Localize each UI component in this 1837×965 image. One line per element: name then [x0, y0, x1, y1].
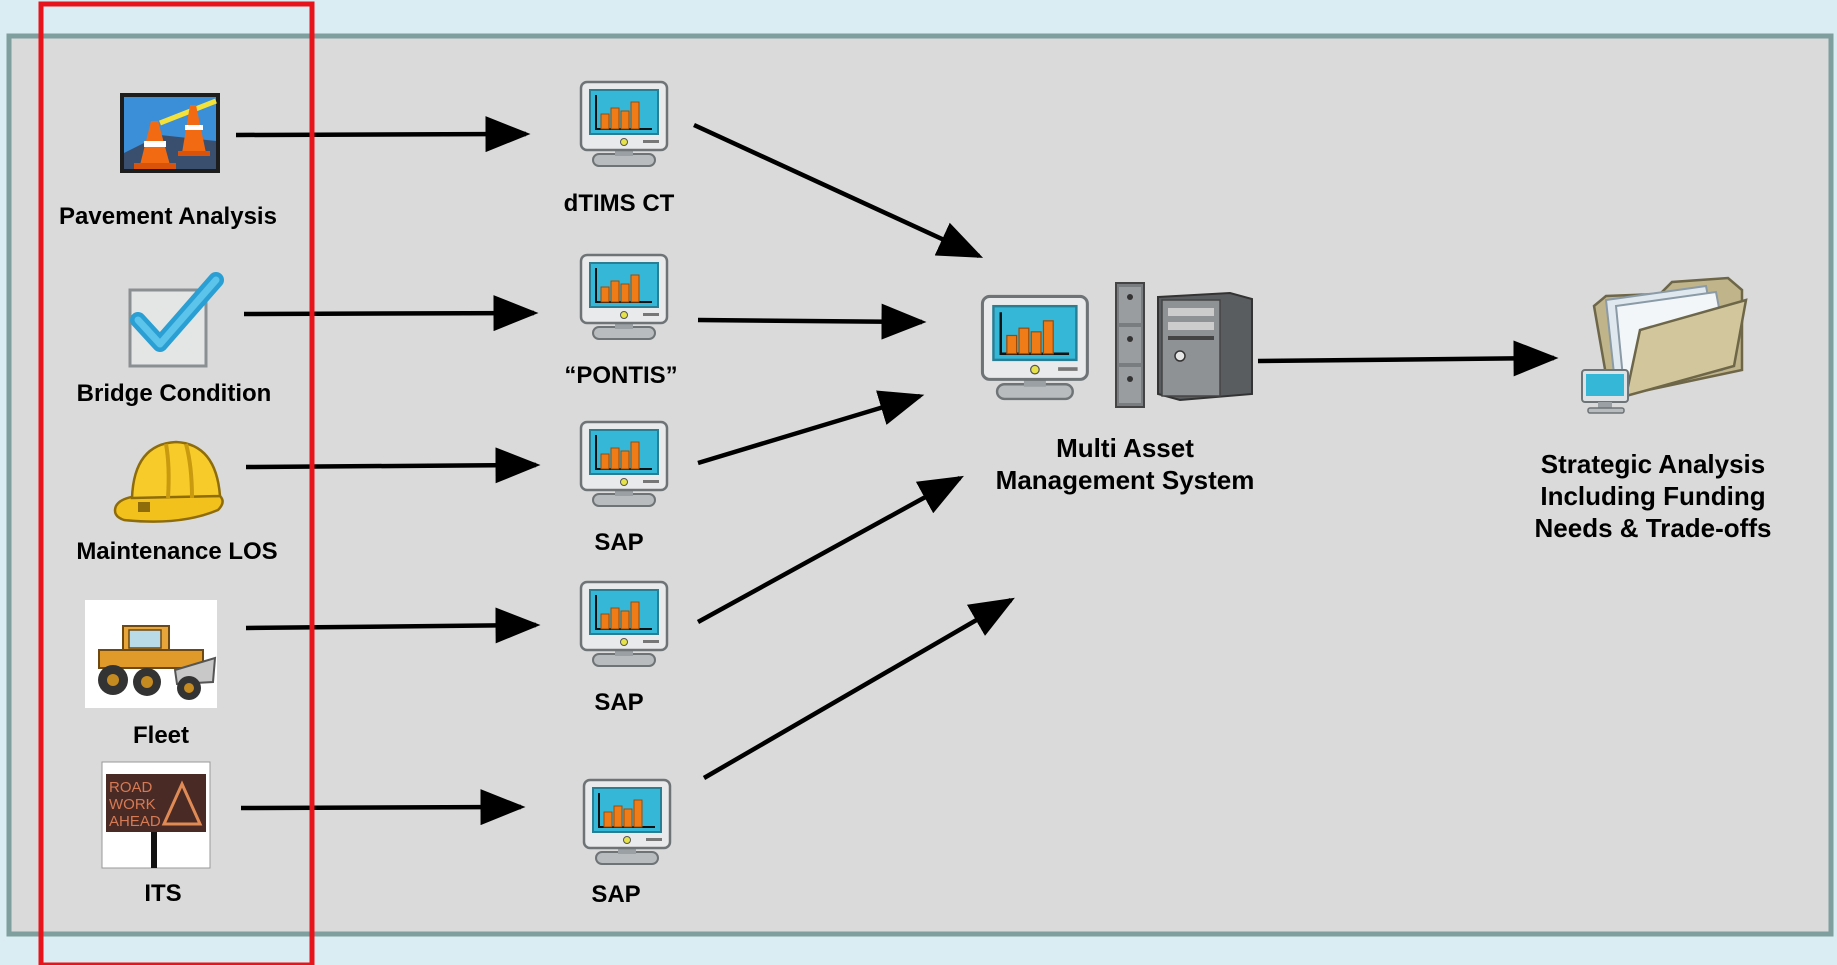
system-label-sap-3: SAP [591, 881, 640, 908]
arrow-dtims-to-hub [693, 122, 984, 259]
input-label-bridge: Bridge Condition [77, 380, 272, 407]
hard-hat-icon [113, 440, 224, 523]
motor-grader-icon [85, 600, 217, 708]
arrow-bridge-to-pontis [243, 295, 539, 332]
road-work-sign-icon: ROAD WORK AHEAD [101, 761, 211, 869]
sign-line-ahead: AHEAD [109, 813, 161, 830]
arrow-sap2-to-hub [696, 475, 964, 624]
arrow-its-to-sap [240, 789, 526, 826]
output-label-line-2: Including Funding [1540, 481, 1765, 511]
arrow-sap3-to-hub [702, 597, 1015, 780]
arrow-pontis-to-hub [697, 303, 927, 340]
system-label-sap-1: SAP [594, 529, 643, 556]
input-label-pavement: Pavement Analysis [59, 203, 277, 230]
system-label-dtims: dTIMS CT [564, 190, 675, 217]
highlight-box [38, 1, 315, 965]
input-label-its: ITS [144, 880, 181, 907]
input-label-maintenance: Maintenance LOS [76, 538, 277, 565]
checkmark-icon [128, 272, 224, 368]
system-label-sap-2: SAP [594, 689, 643, 716]
arrow-maintenance-to-sap [245, 447, 541, 484]
connector-arrows [235, 116, 1559, 826]
hub-label-line-1: Multi Asset [1056, 433, 1194, 463]
sign-line-road: ROAD [109, 779, 153, 796]
system-label-pontis: “PONTIS” [564, 362, 677, 389]
sign-line-work: WORK [109, 796, 156, 813]
computer-workstation-icon [980, 282, 1253, 408]
hub-label-line-2: Management System [996, 465, 1255, 495]
arrow-fleet-to-sap [245, 607, 541, 644]
file-folder-icon [1581, 276, 1748, 414]
output-label-line-3: Needs & Trade-offs [1535, 513, 1772, 543]
traffic-cones-icon [120, 93, 220, 173]
arrow-sap1-to-hub [697, 390, 925, 466]
arrow-pavement-to-dtims [235, 116, 531, 153]
input-label-fleet: Fleet [133, 722, 189, 749]
arrow-hub-to-output [1257, 340, 1559, 377]
output-label-line-1: Strategic Analysis [1541, 449, 1765, 479]
